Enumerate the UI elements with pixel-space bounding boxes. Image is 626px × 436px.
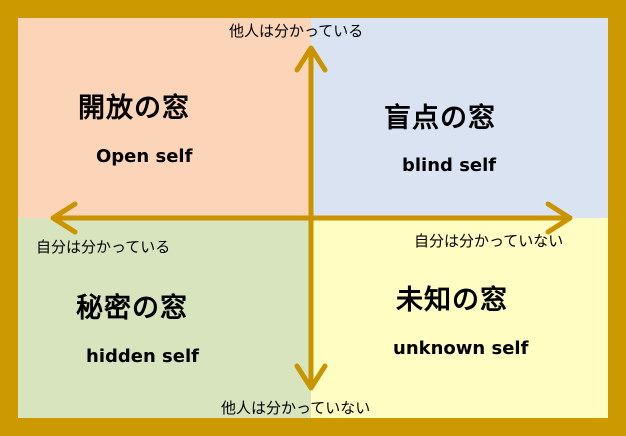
arrow-down-icon bbox=[294, 363, 328, 391]
hidden-self-subtitle: hidden self bbox=[86, 346, 199, 367]
axis-label-right: 自分は分かっていない bbox=[414, 232, 564, 250]
axis-label-bottom: 他人は分かっていない bbox=[221, 399, 371, 417]
arrow-up-icon bbox=[294, 45, 328, 73]
blind-self-title: 盲点の窓 bbox=[384, 103, 496, 134]
unknown-self-subtitle: unknown self bbox=[393, 338, 529, 359]
open-self-subtitle: Open self bbox=[96, 146, 193, 167]
blind-self-subtitle: blind self bbox=[402, 155, 497, 176]
axis-label-top: 他人は分かっている bbox=[229, 22, 364, 40]
open-self-quadrant bbox=[18, 18, 311, 218]
axis-label-left: 自分は分かっている bbox=[36, 238, 171, 256]
arrow-left-icon bbox=[50, 201, 78, 235]
hidden-self-title: 秘密の窓 bbox=[76, 293, 188, 324]
unknown-self-title: 未知の窓 bbox=[396, 285, 508, 316]
arrow-right-icon bbox=[545, 201, 573, 235]
unknown-self-quadrant bbox=[311, 218, 608, 418]
blind-self-quadrant bbox=[311, 18, 608, 218]
open-self-title: 開放の窓 bbox=[78, 93, 190, 124]
hidden-self-quadrant bbox=[18, 218, 311, 418]
